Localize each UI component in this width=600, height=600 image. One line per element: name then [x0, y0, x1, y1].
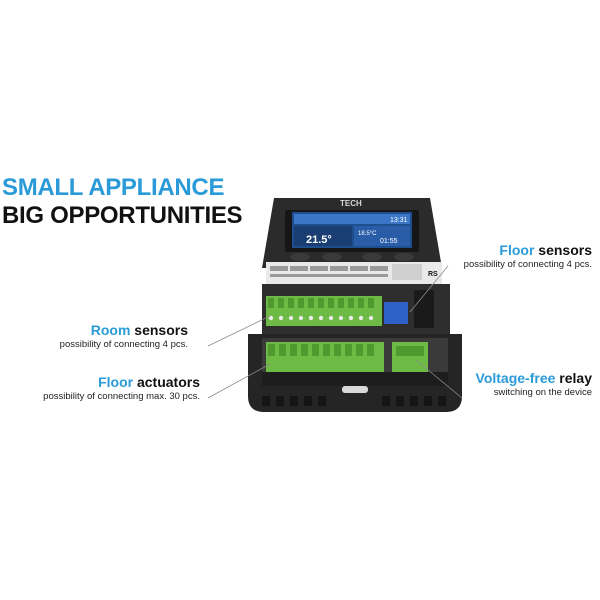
callout-leader-lines — [207, 265, 463, 399]
callout-room-sensors: Room sensors possibility of connecting 4… — [60, 322, 188, 351]
button-minus-icon — [322, 253, 342, 261]
rs-connector — [384, 302, 408, 324]
screen-temp-main: 21.5° — [306, 234, 332, 246]
callout-relay-subtitle: switching on the device — [493, 387, 592, 398]
leader-relay — [415, 359, 463, 399]
callout-relay-accent: Voltage-free — [475, 370, 556, 386]
headline-line-2: BIG OPPORTUNITIES — [2, 202, 243, 229]
callout-floor-actuators-subtitle: possibility of connecting max. 30 pcs. — [43, 391, 200, 402]
brand-logo: TECH — [340, 199, 362, 208]
callout-floor-actuators-rest: actuators — [133, 374, 200, 390]
headline-line-1: SMALL APPLIANCE — [2, 174, 225, 201]
button-menu-icon — [394, 253, 414, 261]
leader-room-sensors — [207, 315, 271, 347]
headline: SMALL APPLIANCE BIG OPPORTUNITIES — [2, 174, 243, 230]
callout-room-sensors-rest: sensors — [130, 322, 188, 338]
callout-floor-actuators-accent: Floor — [98, 374, 134, 390]
leader-floor-actuators — [207, 363, 271, 399]
button-plus-icon — [362, 253, 382, 261]
callout-relay-rest: relay — [555, 370, 592, 386]
callout-floor-sensors-rest: sensors — [534, 242, 592, 258]
callout-floor-sensors-subtitle: possibility of connecting 4 pcs. — [463, 259, 592, 270]
rs-label: RS — [428, 271, 438, 278]
screen-time: 13:31 — [390, 217, 408, 224]
callout-floor-sensors: Floor sensors possibility of connecting … — [464, 242, 592, 271]
usb-port — [342, 386, 368, 393]
leader-floor-sensors — [409, 265, 449, 313]
callout-room-sensors-accent: Room — [90, 322, 131, 338]
screen-temp-small: 18.5°C — [358, 231, 377, 237]
relay-housing — [414, 290, 434, 328]
callout-floor-actuators: Floor actuators possibility of connectin… — [43, 374, 200, 403]
button-left-icon — [290, 253, 310, 261]
callout-floor-sensors-accent: Floor — [499, 242, 535, 258]
callout-relay: Voltage-free relay switching on the devi… — [476, 370, 592, 399]
callout-room-sensors-subtitle: possibility of connecting 4 pcs. — [59, 339, 188, 350]
screen-time-2: 01:55 — [380, 238, 398, 245]
